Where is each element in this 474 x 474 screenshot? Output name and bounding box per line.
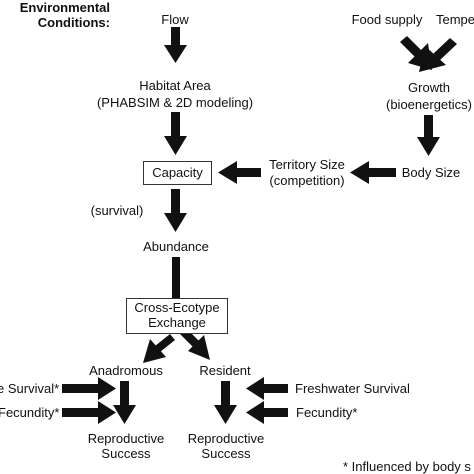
node-fecundity-left: Fecundity*	[0, 405, 60, 420]
arrow-exchange-to-anadromous	[143, 334, 175, 363]
growth-line1: Growth	[408, 80, 450, 95]
node-anadromous: Anadromous	[89, 363, 163, 378]
success-right-line1: Reproductive	[187, 431, 265, 446]
success-left-line1: Reproductive	[87, 431, 165, 446]
arrow-capacity-to-abundance	[164, 189, 187, 232]
node-fecundity-right: Fecundity*	[296, 405, 358, 420]
capacity-box	[143, 161, 212, 185]
header-line2: Conditions:	[37, 15, 110, 30]
node-habitat-area: Habitat Area (PHABSIM & 2D modeling)	[85, 78, 265, 110]
arrow-growth-to-bodysize	[417, 115, 440, 156]
node-territory-size: Territory Size (competition)	[262, 157, 352, 188]
arrow-fecundity-right	[246, 401, 288, 424]
arrow-flow-to-habitat	[164, 27, 187, 63]
line-abundance-to-exchange	[172, 257, 180, 299]
arrow-territory-to-capacity	[218, 161, 261, 184]
arrow-resident-to-success	[214, 381, 237, 424]
growth-line2: (bioenergetics)	[386, 97, 472, 112]
success-left-line2: Success	[101, 446, 151, 461]
footnote: * Influenced by body s	[343, 459, 471, 474]
node-food-supply: Food supply	[351, 12, 423, 27]
exchange-line1: Cross-Ecotype	[134, 300, 220, 315]
habitat-line2: (PHABSIM & 2D modeling)	[96, 95, 254, 110]
node-body-size: Body Size	[401, 165, 461, 180]
arrow-temperature-to-growth	[419, 38, 457, 72]
node-ocean-survival: e Survival*	[0, 381, 60, 396]
arrow-anadromous-to-success	[113, 381, 136, 424]
header-label: Environmental Conditions:	[14, 0, 110, 30]
arrow-fecundity-left	[62, 401, 116, 424]
arrow-bodysize-to-territory	[350, 161, 396, 184]
node-flow: Flow	[161, 12, 189, 27]
node-capacity: Capacity	[152, 165, 203, 180]
node-growth: Growth (bioenergetics)	[372, 80, 474, 112]
territory-line2: (competition)	[269, 173, 345, 188]
exchange-line2: Exchange	[148, 315, 206, 330]
node-freshwater-survival: Freshwater Survival	[295, 381, 410, 396]
node-reproductive-success-right: Reproductive Success	[178, 431, 274, 461]
node-survival: (survival)	[90, 203, 144, 218]
header-line1: Environmental	[19, 0, 110, 15]
habitat-line1: Habitat Area	[139, 78, 211, 93]
exchange-box	[126, 298, 228, 334]
arrow-freshwater-survival	[246, 377, 288, 400]
node-resident: Resident	[199, 363, 251, 378]
node-exchange: Cross-Ecotype Exchange	[126, 300, 228, 330]
arrow-habitat-to-capacity	[164, 112, 187, 155]
territory-line1: Territory Size	[269, 157, 345, 172]
success-right-line2: Success	[201, 446, 251, 461]
node-abundance: Abundance	[143, 239, 209, 254]
arrow-ocean-survival	[62, 377, 116, 400]
node-reproductive-success-left: Reproductive Success	[78, 431, 174, 461]
node-temperature: Tempe	[436, 12, 474, 27]
